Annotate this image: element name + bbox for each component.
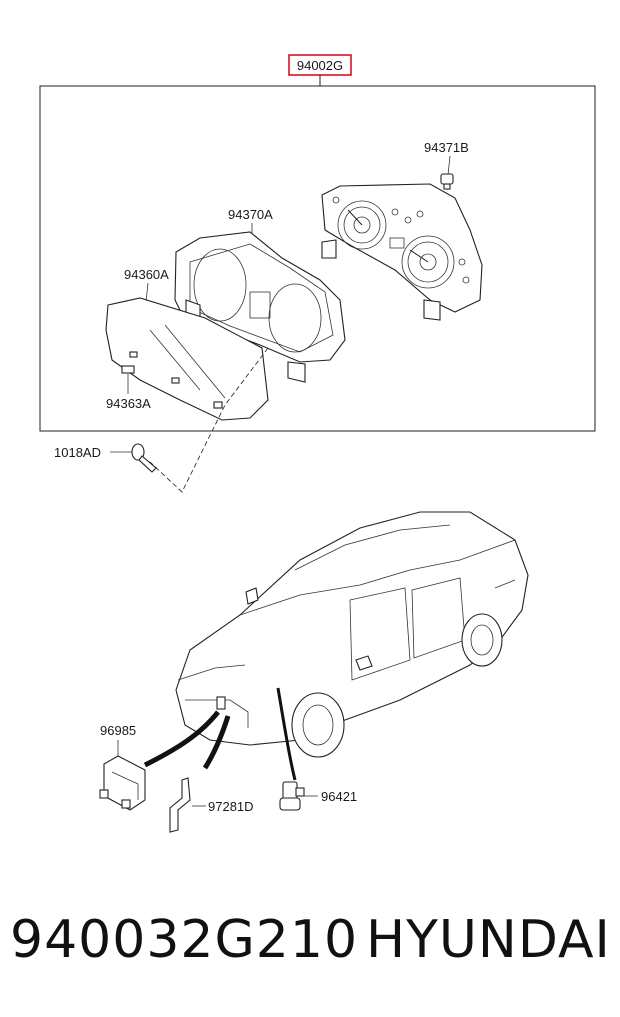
- label-94370A[interactable]: 94370A: [228, 207, 273, 222]
- label-97281D[interactable]: 97281D: [208, 799, 254, 814]
- bracket-97281D: [169, 777, 191, 833]
- pointer-97281D: [202, 715, 231, 770]
- pointer-96985: [143, 710, 220, 768]
- cluster-gauge-panel: [321, 183, 483, 321]
- label-94363A[interactable]: 94363A: [106, 396, 151, 411]
- part-number-text: 940032G210: [10, 910, 359, 970]
- vehicle-sedan: [175, 511, 529, 758]
- plate-94363A: [121, 365, 135, 374]
- cluster-lens-94360A: [105, 297, 269, 421]
- label-96985[interactable]: 96985: [100, 723, 136, 738]
- screw-1018AD: [131, 443, 157, 473]
- brand-text: HYUNDAI: [366, 910, 611, 970]
- label-94371B[interactable]: 94371B: [424, 140, 469, 155]
- pointer-96421: [276, 687, 297, 781]
- footer-caption: 940032G210 HYUNDAI: [0, 900, 620, 980]
- module-96985: [99, 755, 146, 811]
- bulb-socket-94371B: [440, 173, 454, 190]
- assembly-frame: [39, 85, 596, 432]
- main-part-label[interactable]: 94002G: [297, 58, 343, 73]
- label-96421[interactable]: 96421: [321, 789, 357, 804]
- sensor-96421: [279, 781, 305, 811]
- label-94360A[interactable]: 94360A: [124, 267, 169, 282]
- label-1018AD[interactable]: 1018AD: [54, 445, 101, 460]
